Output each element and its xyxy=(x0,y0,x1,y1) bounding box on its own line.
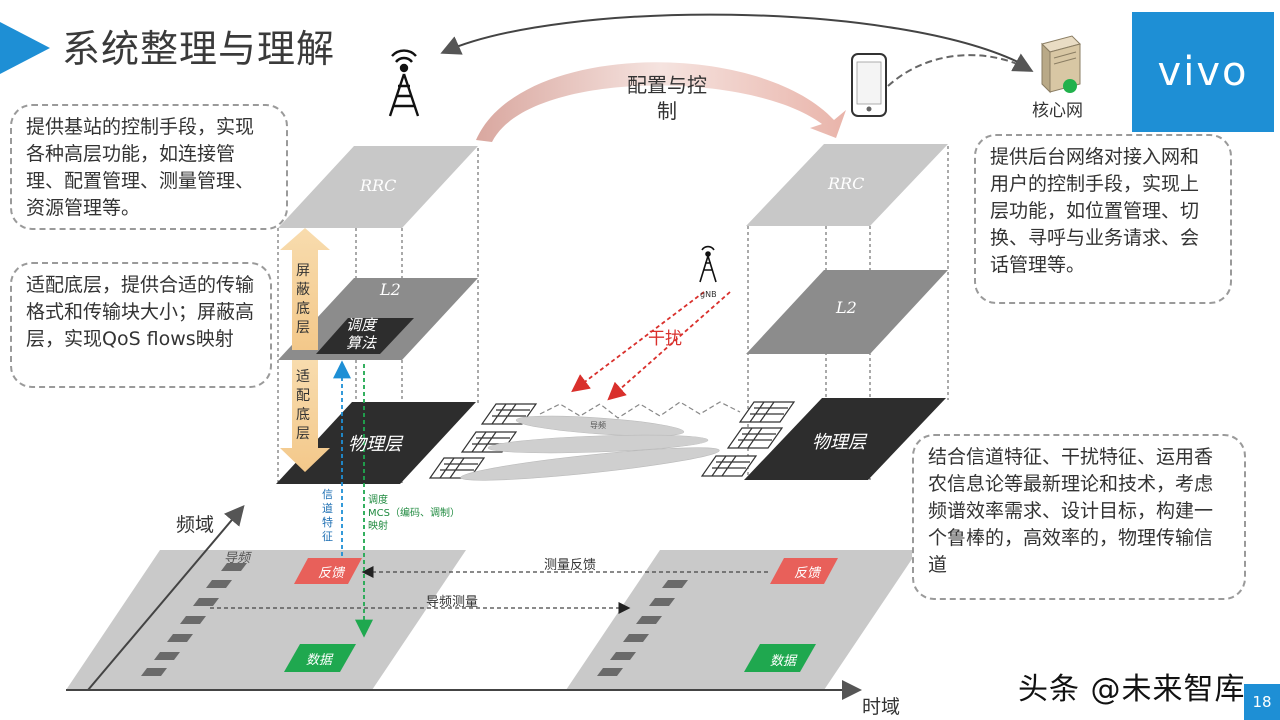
core-to-tower-arrow xyxy=(440,13,1027,67)
freq-axis-line xyxy=(87,504,245,691)
interference-arrow-2 xyxy=(607,291,731,401)
config-control-label: 配置与控 制 xyxy=(627,73,707,123)
page-title: 系统整理与理解 xyxy=(62,27,336,71)
page-number: 18 xyxy=(1244,684,1280,720)
time-axis-label: 时域 xyxy=(862,696,901,718)
phy-plane-right xyxy=(744,398,946,480)
time-frequency-grid-right xyxy=(566,550,918,690)
pilot-blocks-left xyxy=(141,563,247,676)
feedback-right-label: 反馈 xyxy=(794,566,821,581)
adapt-arrow xyxy=(280,360,330,472)
sched-mcs-label: 调度 MCS（编码、调制） 映射 xyxy=(368,495,460,532)
pilot-small-label: 导频 xyxy=(590,421,606,430)
vivo-logo: vivo xyxy=(1132,12,1274,132)
phy-plane-left xyxy=(276,402,476,484)
core-network-label: 核心网 xyxy=(1032,101,1083,121)
pilot-measure-label: 导频测量 xyxy=(426,595,479,610)
data-block-right xyxy=(744,644,816,672)
measure-feedback-label: 测量反馈 xyxy=(544,558,597,573)
feedback-left-label: 反馈 xyxy=(318,566,345,581)
rrc-plane-left xyxy=(278,146,478,228)
interference-label: 干扰 xyxy=(648,329,682,349)
interference-arrow-1 xyxy=(571,291,705,393)
l2-left-label: L2 xyxy=(380,280,401,299)
rrc-right-label: RRC xyxy=(828,174,865,193)
phy-description-callout: 结合信道特征、干扰特征、运用香农信息论等最新理论和技术，考虑频谱效率需求、设计目… xyxy=(912,434,1246,600)
scheduler-block xyxy=(316,318,414,354)
watermark-text: 头条 @未来智库 xyxy=(1018,672,1246,707)
phy-right-label: 物理层 xyxy=(812,432,866,453)
freq-axis-label: 频域 xyxy=(176,514,215,536)
shield-arrow xyxy=(280,228,330,350)
l2-right-label: L2 xyxy=(836,298,857,317)
channel-feature-label: 信 道 特 征 xyxy=(322,488,333,543)
beam-outline xyxy=(539,401,741,419)
l2-description-callout: 适配底层，提供合适的传输格式和传输块大小；屏蔽高层，实现QoS flows映射 xyxy=(10,262,272,388)
pilot-blocks-right xyxy=(597,580,688,676)
feedback-block-left xyxy=(294,558,362,584)
adapt-lower-label: 适 配 底 层 xyxy=(296,369,310,442)
phone-core-arrow xyxy=(887,53,1034,87)
core-description-callout: 提供后台网络对接入网和用户的控制手段，实现上层功能，如位置管理、切换、寻呼与业务… xyxy=(974,134,1232,304)
antenna-panels-right xyxy=(700,401,796,477)
feedback-block-right xyxy=(770,558,838,584)
server-icon xyxy=(1041,35,1081,94)
radio-beams xyxy=(460,415,720,481)
time-frequency-grid-left xyxy=(66,550,466,690)
config-control-arc xyxy=(476,62,846,142)
gnb-tower-icon xyxy=(699,245,717,283)
base-station-tower-icon xyxy=(388,49,420,117)
rrc-description-callout: 提供基站的控制手段，实现各种高层功能，如连接管理、配置管理、测量管理、资源管理等… xyxy=(10,104,288,230)
data-block-left xyxy=(284,644,356,672)
rrc-plane-right xyxy=(746,144,948,226)
scheduler-label: 调度 算法 xyxy=(346,316,377,352)
shield-upper-label: 屏 蔽 底 层 xyxy=(296,263,310,336)
l2-plane-right xyxy=(746,270,948,354)
rrc-left-label: RRC xyxy=(360,176,397,195)
data-left-label: 数据 xyxy=(306,653,333,668)
phy-left-label: 物理层 xyxy=(348,434,402,455)
phone-icon xyxy=(851,53,887,117)
gnb-label: gNB xyxy=(700,290,717,299)
grid-pilot-label: 导频 xyxy=(224,551,251,566)
title-arrow-icon xyxy=(0,22,50,74)
data-right-label: 数据 xyxy=(770,654,797,669)
